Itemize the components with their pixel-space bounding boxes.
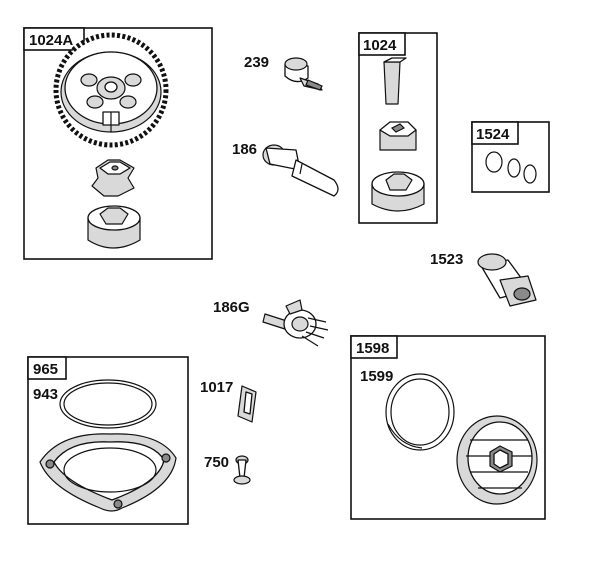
fitting-icon — [284, 57, 323, 91]
assembly-1598-label: 1598 — [356, 340, 389, 357]
assembly-1024-label: 1024 — [363, 37, 397, 54]
shaft-icon — [262, 144, 339, 197]
assembly-1024a-tag — [23, 27, 85, 51]
part-186g-label: 186G — [213, 299, 250, 316]
part-943-label: 943 — [33, 386, 58, 403]
adapter-icon — [477, 253, 537, 307]
part-1599-label: 1599 — [360, 368, 393, 385]
part-750-label: 750 — [204, 454, 229, 471]
gear-icon — [53, 32, 169, 148]
part-1017[interactable]: 1017 — [200, 379, 257, 423]
assembly-1524-tag — [471, 121, 519, 145]
assembly-1024-tag — [358, 32, 406, 56]
part-186-label: 186 — [232, 141, 257, 158]
assembly-1598[interactable]: 1598 1599 — [350, 335, 546, 520]
seal-ring-icon — [385, 373, 455, 451]
filter-cap-icon — [456, 415, 538, 505]
part-186[interactable]: 186 — [232, 141, 339, 197]
assembly-965-label: 965 — [33, 361, 58, 378]
assembly-965-frame — [27, 356, 189, 525]
assembly-1598-frame — [350, 335, 546, 520]
inner-rotor-icon — [379, 121, 417, 151]
key-icon — [383, 57, 407, 105]
assembly-1024a-frame — [23, 27, 213, 260]
part-750[interactable]: 750 — [204, 454, 251, 485]
assembly-1524-label: 1524 — [476, 126, 510, 143]
outer-rotor-icon — [87, 205, 141, 249]
assembly-1598-tag — [350, 335, 398, 359]
part-1523-label: 1523 — [430, 251, 463, 268]
assembly-1024a[interactable]: 1024A — [23, 27, 213, 260]
part-239[interactable]: 239 — [244, 54, 323, 91]
o-ring-icon — [485, 151, 537, 184]
assembly-1024[interactable]: 1024 — [358, 32, 438, 224]
clip-icon — [237, 385, 257, 423]
part-186g[interactable]: 186G — [213, 299, 329, 347]
governor-icon — [262, 299, 329, 347]
assembly-965-tag — [27, 356, 67, 380]
cover-plate-icon — [39, 433, 177, 512]
bolt-icon — [233, 455, 251, 485]
inner-rotor-icon — [91, 159, 135, 197]
assembly-965[interactable]: 965 943 — [27, 356, 189, 525]
outer-rotor-icon — [371, 171, 425, 212]
part-239-label: 239 — [244, 54, 269, 71]
assembly-1024a-label: 1024A — [29, 32, 73, 49]
assembly-1524[interactable]: 1524 — [471, 121, 550, 193]
gasket-ring-icon — [59, 379, 157, 429]
part-1523[interactable]: 1523 — [430, 251, 537, 307]
part-1017-label: 1017 — [200, 379, 233, 396]
